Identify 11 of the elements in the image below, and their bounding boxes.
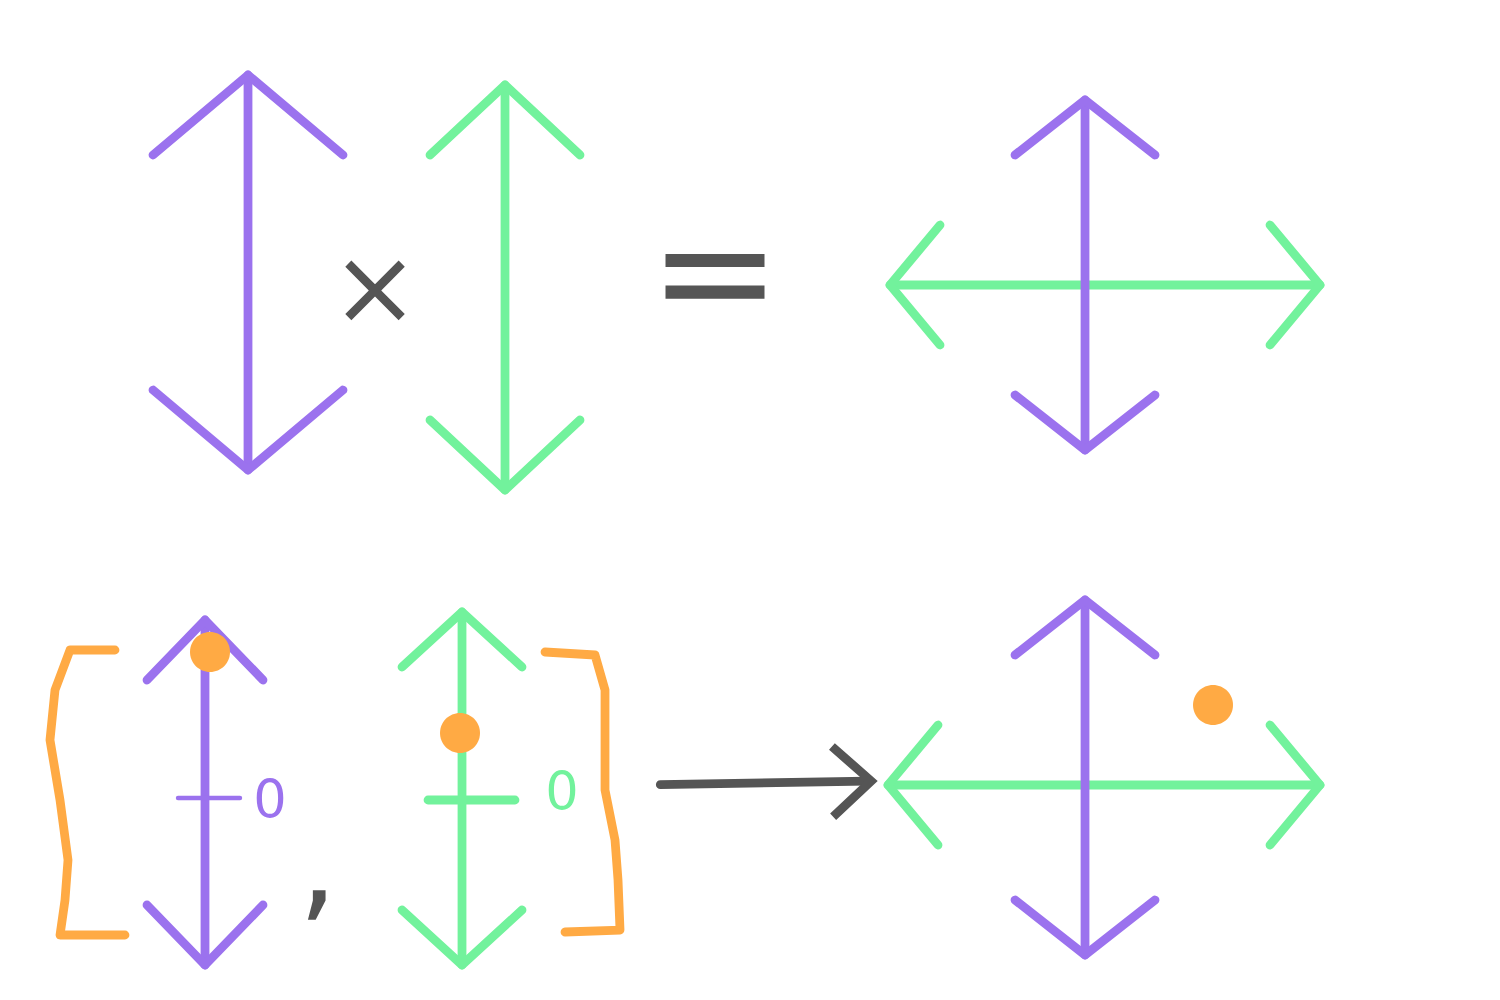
symbol-label: = [665, 254, 765, 299]
arrow [655, 743, 878, 820]
symbol-label: × [345, 260, 405, 321]
double-arrow-drawing [425, 80, 585, 495]
symbol-label: 0 [256, 778, 284, 818]
symbol-label: 0 [548, 770, 576, 810]
crossed-arrows-drawing [885, 95, 1325, 455]
double-arrow-drawing [397, 607, 527, 970]
bracket-drawing [45, 645, 625, 940]
crossed-arrows-drawing [883, 595, 1325, 960]
symbol-label: , [307, 890, 326, 920]
